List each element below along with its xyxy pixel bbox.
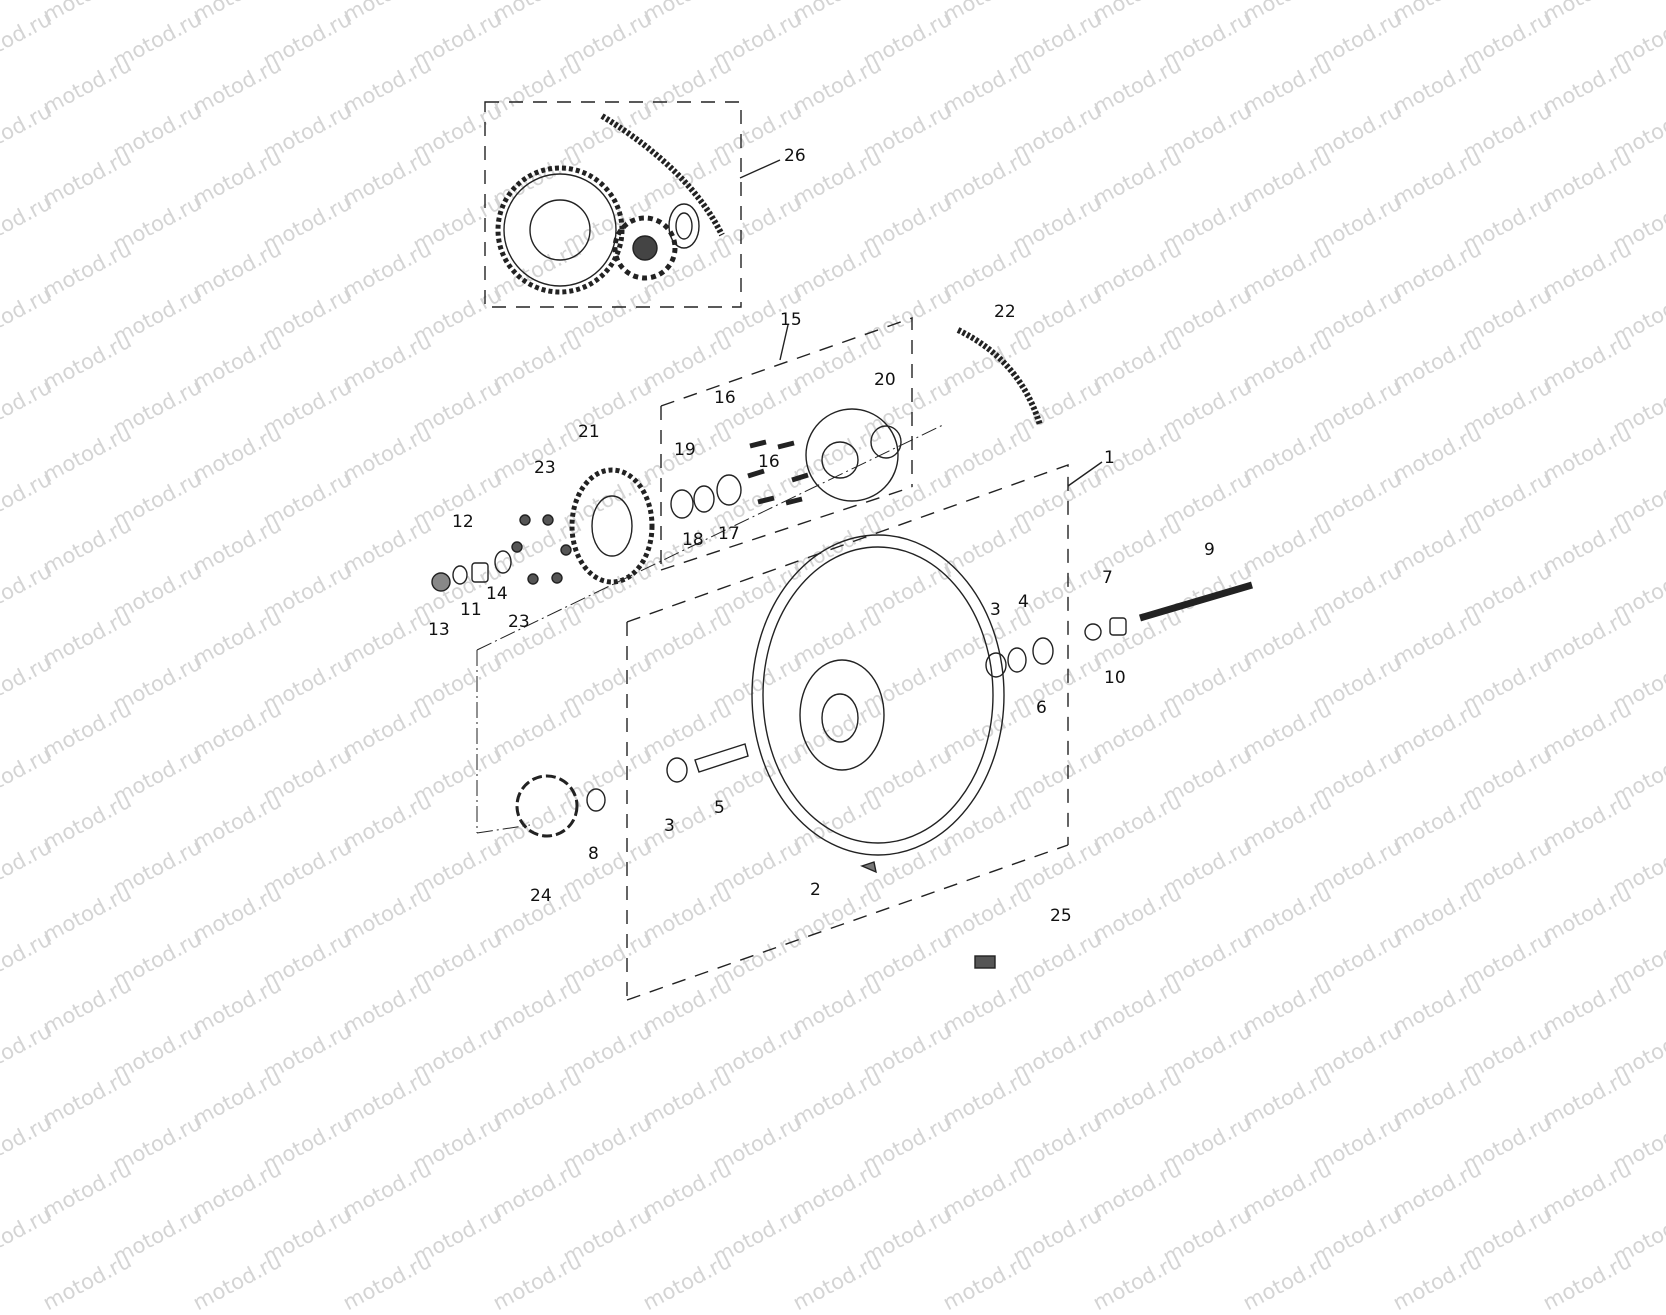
spacer-7-icon bbox=[1084, 623, 1102, 641]
part-callout-23: 23 bbox=[534, 458, 556, 478]
sprocket-carrier-icon bbox=[805, 408, 899, 502]
part-callout-24: 24 bbox=[530, 886, 552, 906]
bearing-17-icon bbox=[716, 474, 742, 506]
nut-13-icon bbox=[431, 572, 451, 592]
bearing-3-icon bbox=[985, 652, 1007, 678]
watermark-text: motod.ru bbox=[939, 1248, 1036, 1315]
part-callout-3: 3 bbox=[664, 816, 675, 836]
watermark-text: motod.ru bbox=[39, 1248, 136, 1315]
seal-19-icon bbox=[670, 489, 694, 519]
part-callout-10: 10 bbox=[1104, 668, 1126, 688]
part-callout-1: 1 bbox=[1104, 448, 1115, 468]
watermark-text: motod.ru bbox=[489, 1248, 586, 1315]
part-callout-11: 11 bbox=[460, 600, 482, 620]
axle-9-icon bbox=[1139, 581, 1253, 622]
cush-drive-24-icon bbox=[515, 774, 579, 838]
wheel-1-box bbox=[626, 464, 1069, 1001]
bearing-3b-icon bbox=[666, 757, 688, 783]
part-callout-22: 22 bbox=[994, 302, 1016, 322]
watermark-text: motod.ru bbox=[1539, 1248, 1636, 1315]
part-callout-20: 20 bbox=[874, 370, 896, 390]
part-callout-2: 2 bbox=[810, 880, 821, 900]
part-callout-25: 25 bbox=[1050, 906, 1072, 926]
watermark-text: motod.ru bbox=[189, 1248, 286, 1315]
sprocket-21-icon bbox=[569, 467, 655, 585]
chain-icon bbox=[600, 113, 725, 237]
spacer-5-icon bbox=[694, 743, 749, 773]
kit-26-box bbox=[484, 101, 742, 308]
part-callout-14: 14 bbox=[486, 584, 508, 604]
part-callout-12: 12 bbox=[452, 512, 474, 532]
circlip-4-icon bbox=[1007, 647, 1027, 673]
part-callout-18: 18 bbox=[682, 530, 704, 550]
part-callout-26: 26 bbox=[784, 146, 806, 166]
spacer-14-icon bbox=[494, 550, 512, 574]
part-callout-4: 4 bbox=[1018, 592, 1029, 612]
chain-22-icon bbox=[956, 327, 1043, 426]
watermark-text: motod.ru bbox=[789, 1248, 886, 1315]
carrier-bearing-ring-icon bbox=[870, 425, 902, 459]
part-callout-8: 8 bbox=[588, 844, 599, 864]
adjuster-10-icon bbox=[1109, 617, 1127, 636]
part-callout-6: 6 bbox=[1036, 698, 1047, 718]
parts-diagram bbox=[431, 101, 1253, 1001]
sensor-25-icon bbox=[974, 955, 996, 969]
part-callout-16: 16 bbox=[758, 452, 780, 472]
washer-12-icon bbox=[452, 565, 468, 585]
part-callout-19: 19 bbox=[674, 440, 696, 460]
part-callout-9: 9 bbox=[1204, 540, 1215, 560]
cush-studs-16-icon bbox=[747, 439, 809, 506]
rear-wheel-icon bbox=[751, 534, 1005, 856]
watermark-text: motod.ru bbox=[1389, 1248, 1486, 1315]
part-callout-15: 15 bbox=[780, 310, 802, 330]
nuts-23-icon bbox=[511, 514, 572, 585]
watermark-text: motod.ru bbox=[339, 1248, 436, 1315]
part-callout-5: 5 bbox=[714, 798, 725, 818]
circlip-18-icon bbox=[693, 485, 715, 513]
part-callout-23: 23 bbox=[508, 612, 530, 632]
part-callout-17: 17 bbox=[718, 524, 740, 544]
part-callout-21: 21 bbox=[578, 422, 600, 442]
adjuster-11-icon bbox=[471, 562, 489, 583]
part-callout-7: 7 bbox=[1102, 568, 1113, 588]
bush-8-icon bbox=[586, 788, 606, 812]
part-callout-3: 3 bbox=[990, 600, 1001, 620]
watermark-text: motod.ru bbox=[1239, 1248, 1336, 1315]
watermark-text: motod.ru bbox=[639, 1248, 736, 1315]
spacer-icon bbox=[668, 203, 700, 249]
part-callout-13: 13 bbox=[428, 620, 450, 640]
front-sprocket-icon bbox=[612, 215, 678, 281]
carrier-15-box bbox=[660, 317, 913, 571]
watermark-text: motod.ru bbox=[1089, 1248, 1186, 1315]
seal-6-icon bbox=[1032, 637, 1054, 665]
rear-sprocket-icon bbox=[495, 165, 625, 295]
valve-2-icon bbox=[860, 861, 877, 874]
part-callout-16: 16 bbox=[714, 388, 736, 408]
